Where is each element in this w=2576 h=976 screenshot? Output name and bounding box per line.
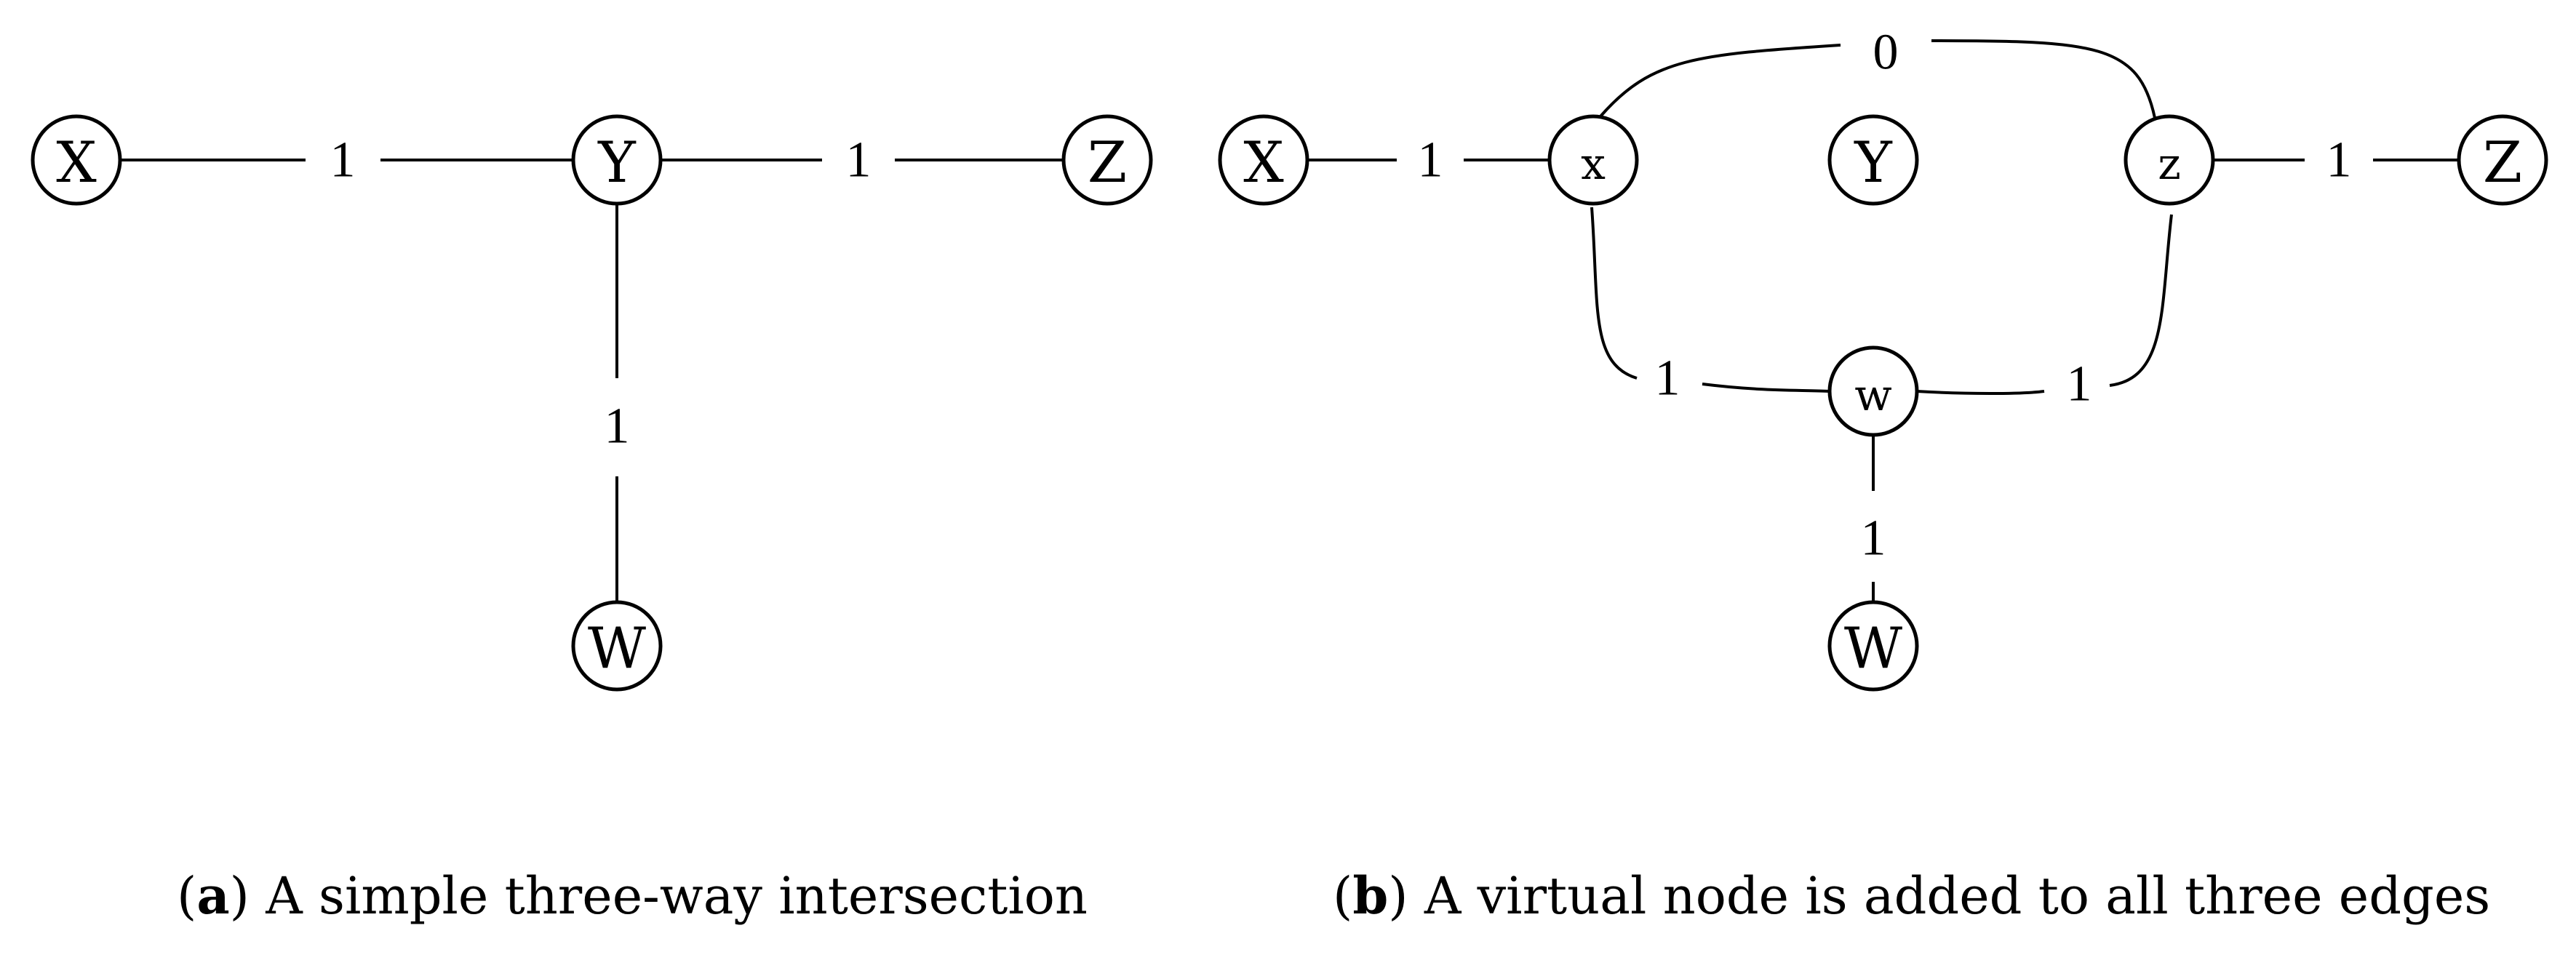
edge-b-x-z-arc-left	[1599, 44, 1841, 118]
node-b-W-label: W	[1844, 616, 1902, 681]
node-b-Y-label: Y	[1854, 130, 1893, 196]
caption-a-text: A simple three-way intersection	[266, 866, 1088, 926]
edge-label-a-y-w: 1	[605, 399, 630, 455]
edge-label-a-y-z: 1	[846, 132, 872, 188]
edge-label-b-x-z: 0	[1873, 25, 1899, 81]
edge-label-b-w-z: 1	[2067, 356, 2092, 412]
node-b-Z: Z	[2457, 114, 2548, 206]
node-a-W: W	[571, 600, 663, 692]
node-b-X-label: X	[1243, 130, 1284, 196]
node-b-w: w	[1827, 345, 1919, 437]
caption-b-text: A virtual node is added to all three edg…	[1424, 866, 2491, 926]
node-b-W: W	[1827, 600, 1919, 692]
node-a-Y: Y	[571, 114, 663, 206]
node-b-x: x	[1547, 114, 1639, 206]
edge-b-x-w-line	[1702, 383, 1830, 393]
edge-b-w-z-line	[1916, 390, 2045, 395]
edge-label-a-x-y: 1	[330, 132, 356, 188]
caption-a: (a) A simple three-way intersection	[177, 865, 1088, 926]
edge-b-x-z-arc-right	[1931, 39, 2156, 119]
panel-b: 1 0 1 1 1 1 X x Y z Z w	[1218, 25, 2548, 692]
edge-label-b-w-W: 1	[1861, 511, 1886, 567]
node-a-Z-label: Z	[1088, 130, 1127, 196]
node-b-z: z	[2124, 114, 2215, 206]
edge-label-b-z-Z: 1	[2326, 132, 2352, 188]
node-a-Y-label: Y	[597, 130, 637, 196]
panel-a: 1 1 1 X Y Z W	[31, 114, 1153, 692]
edge-label-b-X-x: 1	[1418, 132, 1443, 188]
caption-b-letter: b	[1352, 865, 1389, 926]
edge-b-w-z-curve	[2109, 214, 2173, 387]
node-b-X: X	[1218, 114, 1309, 206]
node-a-X: X	[31, 114, 122, 206]
node-b-w-label: w	[1854, 370, 1891, 421]
caption-a-letter: a	[196, 865, 230, 926]
node-b-x-label: x	[1581, 139, 1606, 190]
node-b-Y: Y	[1827, 114, 1919, 206]
node-b-Z-label: Z	[2483, 130, 2522, 196]
edge-b-x-w-curve	[1590, 207, 1638, 380]
caption-b: (b) A virtual node is added to all three…	[1333, 865, 2491, 926]
node-a-W-label: W	[588, 616, 646, 681]
edge-label-b-x-w: 1	[1655, 351, 1680, 407]
node-a-Z: Z	[1061, 114, 1153, 206]
node-a-X-label: X	[56, 130, 97, 196]
node-b-z-label: z	[2158, 139, 2181, 190]
